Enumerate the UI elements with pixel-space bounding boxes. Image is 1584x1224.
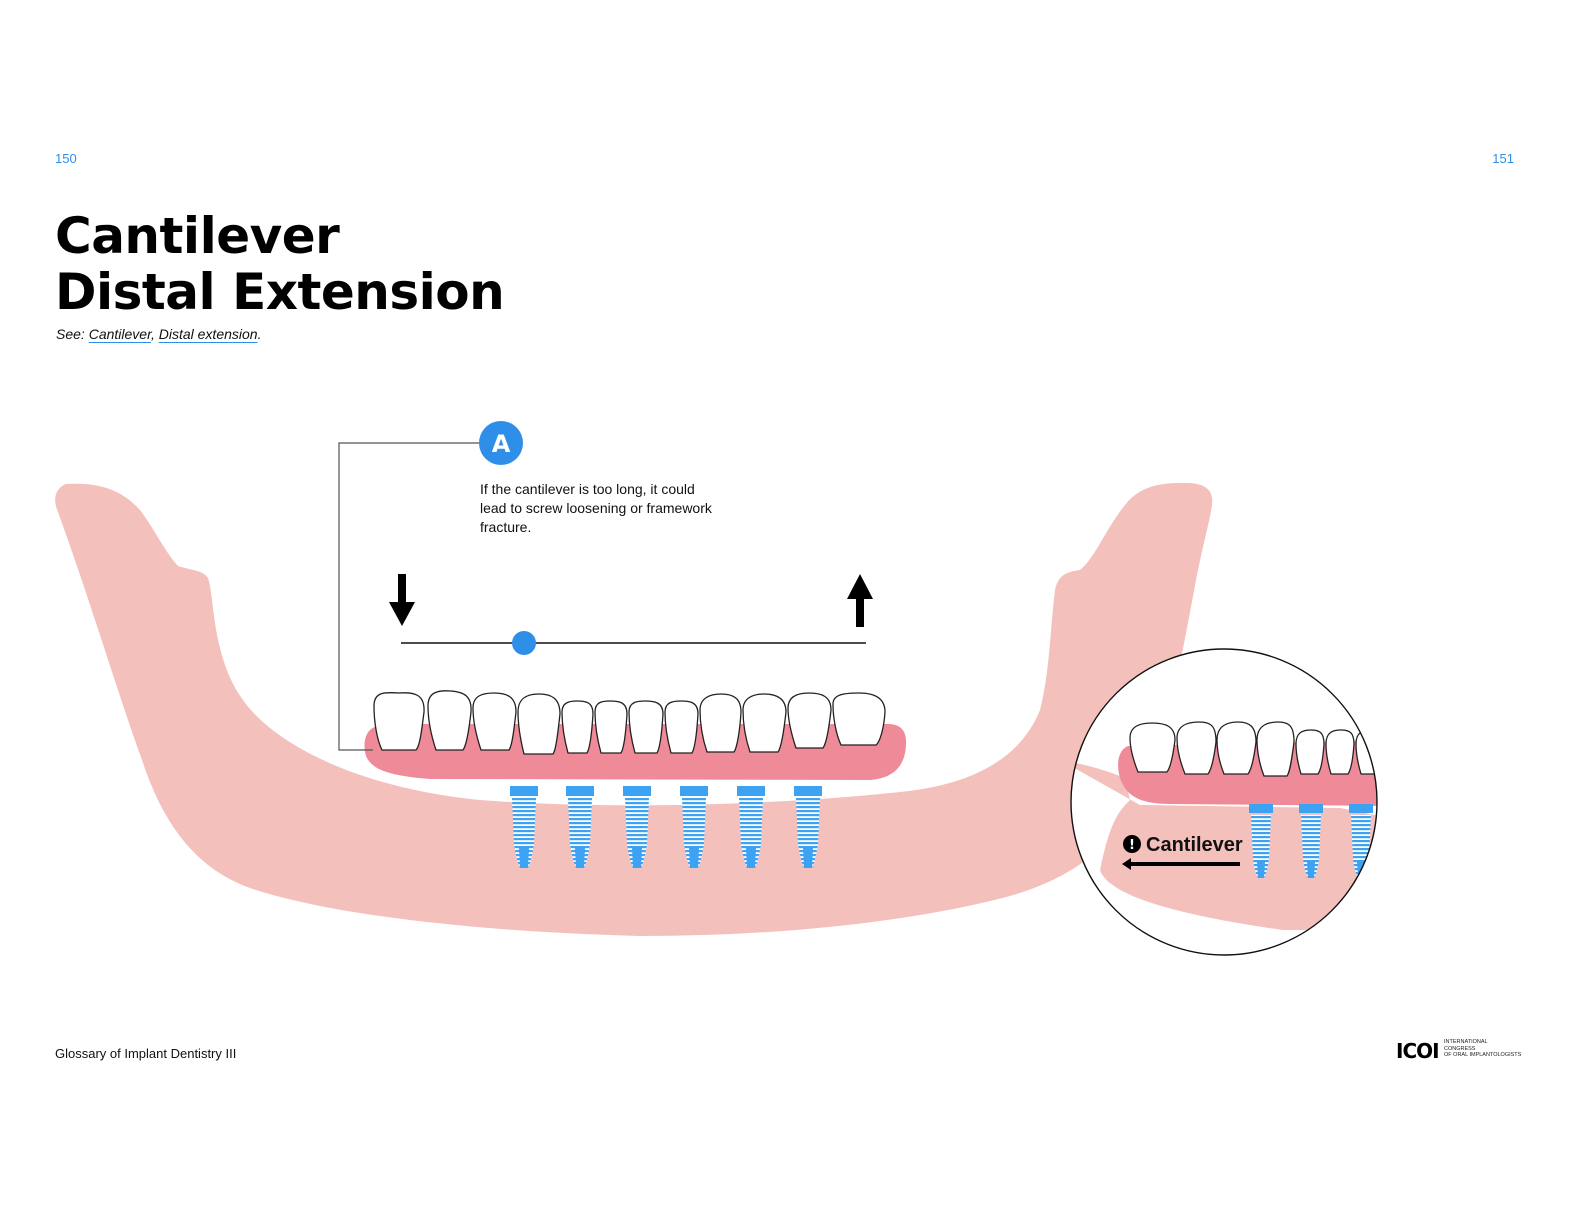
tooth [373, 691, 425, 751]
logo-line-2: Congress [1444, 1045, 1476, 1052]
tooth [742, 693, 787, 753]
inset-label: Cantilever [1146, 834, 1243, 856]
footer-book-title: Glossary of Implant Dentistry III [55, 1046, 237, 1061]
title-line-2: Distal Extension [55, 263, 505, 321]
implant [794, 786, 822, 868]
logo-mark: ICOI [1396, 1039, 1440, 1063]
callout-marker-a: A [479, 421, 523, 465]
tooth [594, 700, 628, 754]
tooth [787, 692, 832, 749]
tooth [664, 700, 699, 754]
tooth [427, 690, 472, 751]
arrow-left-icon [1122, 858, 1240, 870]
arrow-up-icon [847, 574, 873, 627]
implant [680, 786, 708, 868]
callout-leader-line [338, 442, 480, 751]
fulcrum-dot [512, 631, 536, 655]
tooth [699, 693, 742, 753]
implant [566, 786, 594, 868]
lever-diagram [389, 574, 873, 655]
tooth [628, 700, 664, 754]
figure-caption: If the cantilever is too long, it could … [480, 481, 712, 535]
alert-icon: ! [1123, 835, 1141, 853]
see-separator: , [150, 326, 159, 342]
logo-text: International Congress of Oral Implantol… [1444, 1039, 1521, 1059]
see-end: . [257, 326, 262, 342]
tooth [832, 692, 886, 746]
see-link-cantilever[interactable]: Cantilever [88, 326, 151, 342]
tooth [517, 693, 561, 755]
see-also: See: Cantilever, Distal extension. [56, 326, 261, 342]
teeth-row [373, 690, 886, 755]
see-prefix: See: [56, 326, 89, 342]
implants [510, 786, 822, 868]
implant [737, 786, 765, 868]
page-number-left: 150 [55, 151, 77, 166]
inset-border [1070, 648, 1378, 956]
implant [510, 786, 538, 868]
page-number-right: 151 [1492, 151, 1514, 166]
see-link-distal-extension[interactable]: Distal extension [158, 326, 258, 342]
page-title: Cantilever Distal Extension [55, 207, 505, 321]
alert-glyph: ! [1129, 838, 1135, 853]
mandible-bone [55, 482, 1213, 936]
icoi-logo: ICOI International Congress of Oral Impl… [1396, 1036, 1526, 1066]
implant [623, 786, 651, 868]
marker-label: A [492, 430, 511, 458]
tooth [472, 692, 517, 751]
logo-line-1: International [1444, 1039, 1488, 1045]
tooth [561, 700, 594, 754]
title-line-1: Cantilever [55, 207, 340, 265]
arrow-down-icon [389, 574, 415, 626]
logo-line-3: of Oral Implantologists [1444, 1052, 1522, 1058]
